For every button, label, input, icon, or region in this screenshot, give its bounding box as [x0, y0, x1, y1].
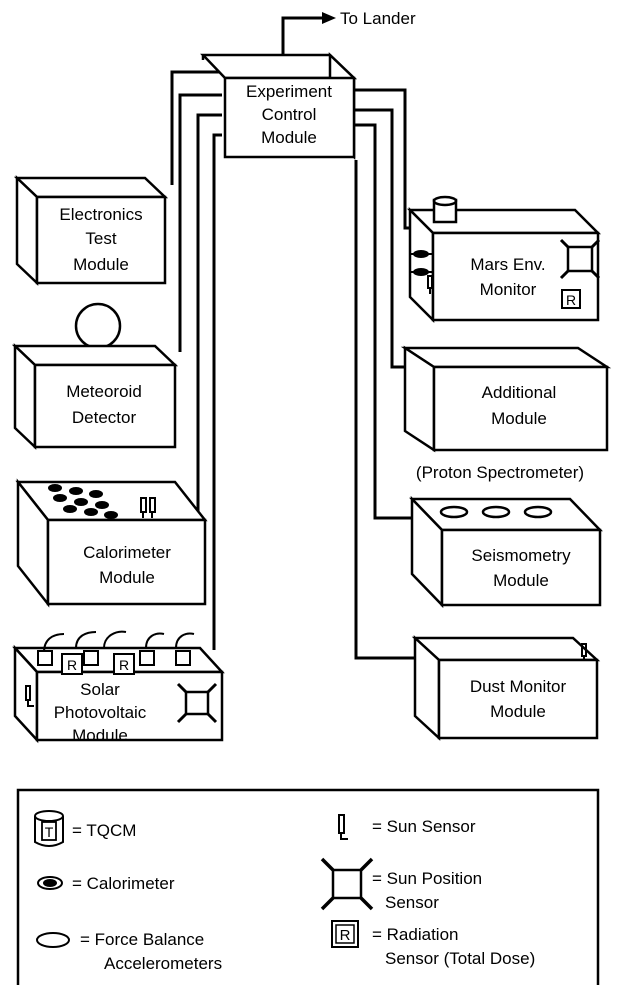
legend-border: [16, 788, 600, 985]
dust-label-line2: Module: [490, 702, 546, 721]
solar-sun-sensor-icon: [25, 685, 34, 707]
legend: T = TQCM = Calorimeter = Force Balance A…: [16, 788, 600, 985]
solar-sensors: [37, 630, 195, 675]
legend-sun-sensor: = Sun Sensor: [372, 817, 476, 836]
radiation-glyph: R: [340, 927, 351, 944]
dust-monitor-module: [411, 635, 601, 741]
calorimeter-disk: [104, 511, 118, 519]
mars-env-side-sensors: [410, 250, 433, 294]
force-balance-accelerometer-icon: [481, 505, 511, 519]
dust-label-line1: Dust Monitor: [470, 677, 567, 696]
tqcm-icon: [83, 650, 99, 666]
seismometry-label-line2: Module: [493, 571, 549, 590]
wire-seismometry: [352, 123, 412, 520]
wire-calorimeter: [196, 113, 222, 528]
legend-tqcm: = TQCM: [72, 821, 136, 840]
additional-label-line1: Additional: [482, 383, 557, 402]
radiation-glyph: R: [119, 657, 129, 673]
additional-note: (Proton Spectrometer): [416, 463, 584, 482]
force-balance-accelerometer-icon: [523, 505, 553, 519]
tqcm-icon: [37, 650, 53, 666]
electronics-test-module: [13, 175, 169, 286]
radiation-sensor-icon: [561, 289, 581, 309]
force-balance-accelerometer-icon: [439, 505, 469, 519]
calorimeter-disk: [95, 501, 109, 509]
solar-sun-position-icon: [176, 682, 218, 724]
meteoroid-label-line2: Detector: [72, 408, 137, 427]
electronics-label-line2: Test: [85, 229, 116, 248]
radiation-glyph: R: [67, 657, 77, 673]
solar-label-line1: Solar: [80, 680, 120, 699]
calorimeter-label-line1: Calorimeter: [83, 543, 171, 562]
tqcm-icon: [34, 810, 64, 847]
sun-sensor-icon: [338, 814, 348, 840]
legend-calorimeter: = Calorimeter: [72, 874, 175, 893]
seismometry-label-line1: Seismometry: [471, 546, 571, 565]
radiation-sensor-icon: [61, 653, 83, 675]
calorimeter-disks: [48, 484, 118, 519]
ecm-label-line1: Experiment: [246, 82, 332, 101]
wire-meteoroid: [178, 93, 222, 352]
tqcm-glyph: T: [45, 824, 54, 840]
force-balance-icon: [36, 932, 70, 948]
radiation-sensor-inner: [335, 924, 355, 944]
legend-radiation-line2: Sensor (Total Dose): [385, 949, 535, 968]
seismometry-module: [409, 495, 603, 609]
calorimeter-disk: [48, 484, 62, 492]
calorimeter-module: [15, 478, 208, 608]
radiation-sensor-icon: [113, 653, 135, 675]
calorimeter-disk: [89, 490, 103, 498]
arrowhead-to-lander: [322, 12, 336, 24]
to-lander-label: To Lander: [340, 9, 416, 28]
meteoroid-label-line1: Meteoroid: [66, 382, 142, 401]
legend-force-balance-line2: Accelerometers: [104, 954, 222, 973]
calorimeter-disk: [69, 487, 83, 495]
calorimeter-disk: [63, 505, 77, 513]
solar-label-line2: Photovoltaic: [54, 703, 147, 722]
legend-radiation-line1: = Radiation: [372, 925, 458, 944]
meteoroid-sphere-icon: [74, 302, 122, 350]
sun-position-sensor-icon: [320, 857, 374, 911]
additional-module: [400, 345, 612, 453]
wire-mars-env: [352, 88, 412, 230]
connection-wires: [170, 12, 415, 660]
mars-env-sun-position-icon: [559, 238, 601, 280]
wire-dust: [354, 160, 415, 660]
dust-sun-sensor-icon: [581, 643, 587, 661]
solar-label-line3: Module: [72, 726, 128, 745]
calorimeter-disk: [53, 494, 67, 502]
experiment-control-module: [200, 52, 358, 160]
ecm-label-line2: Control: [262, 105, 317, 124]
ecm-label-line3: Module: [261, 128, 317, 147]
tqcm-icon: [139, 650, 155, 666]
electronics-label-line1: Electronics: [59, 205, 142, 224]
calorimeter-disk: [84, 508, 98, 516]
additional-label-line2: Module: [491, 409, 547, 428]
wire-electronics: [170, 70, 222, 185]
calorimeter-label-line2: Module: [99, 568, 155, 587]
meteoroid-detector: [11, 302, 179, 450]
wire-additional: [352, 108, 405, 369]
wire-solar: [212, 133, 222, 650]
legend-force-balance-line1: = Force Balance: [80, 930, 204, 949]
calorimeter-force-sensors: [140, 497, 156, 518]
radiation-glyph: R: [566, 292, 576, 308]
calorimeter-icon: [37, 876, 63, 890]
mars-env-label-line1: Mars Env.: [470, 255, 545, 274]
tqcm-icon: [175, 650, 191, 666]
electronics-label-line3: Module: [73, 255, 129, 274]
calorimeter-disk: [74, 498, 88, 506]
mars-env-label-line2: Monitor: [480, 280, 537, 299]
wire-to-lander: [281, 16, 322, 55]
legend-sun-position-line2: Sensor: [385, 893, 439, 912]
legend-sun-position-line1: = Sun Position: [372, 869, 482, 888]
